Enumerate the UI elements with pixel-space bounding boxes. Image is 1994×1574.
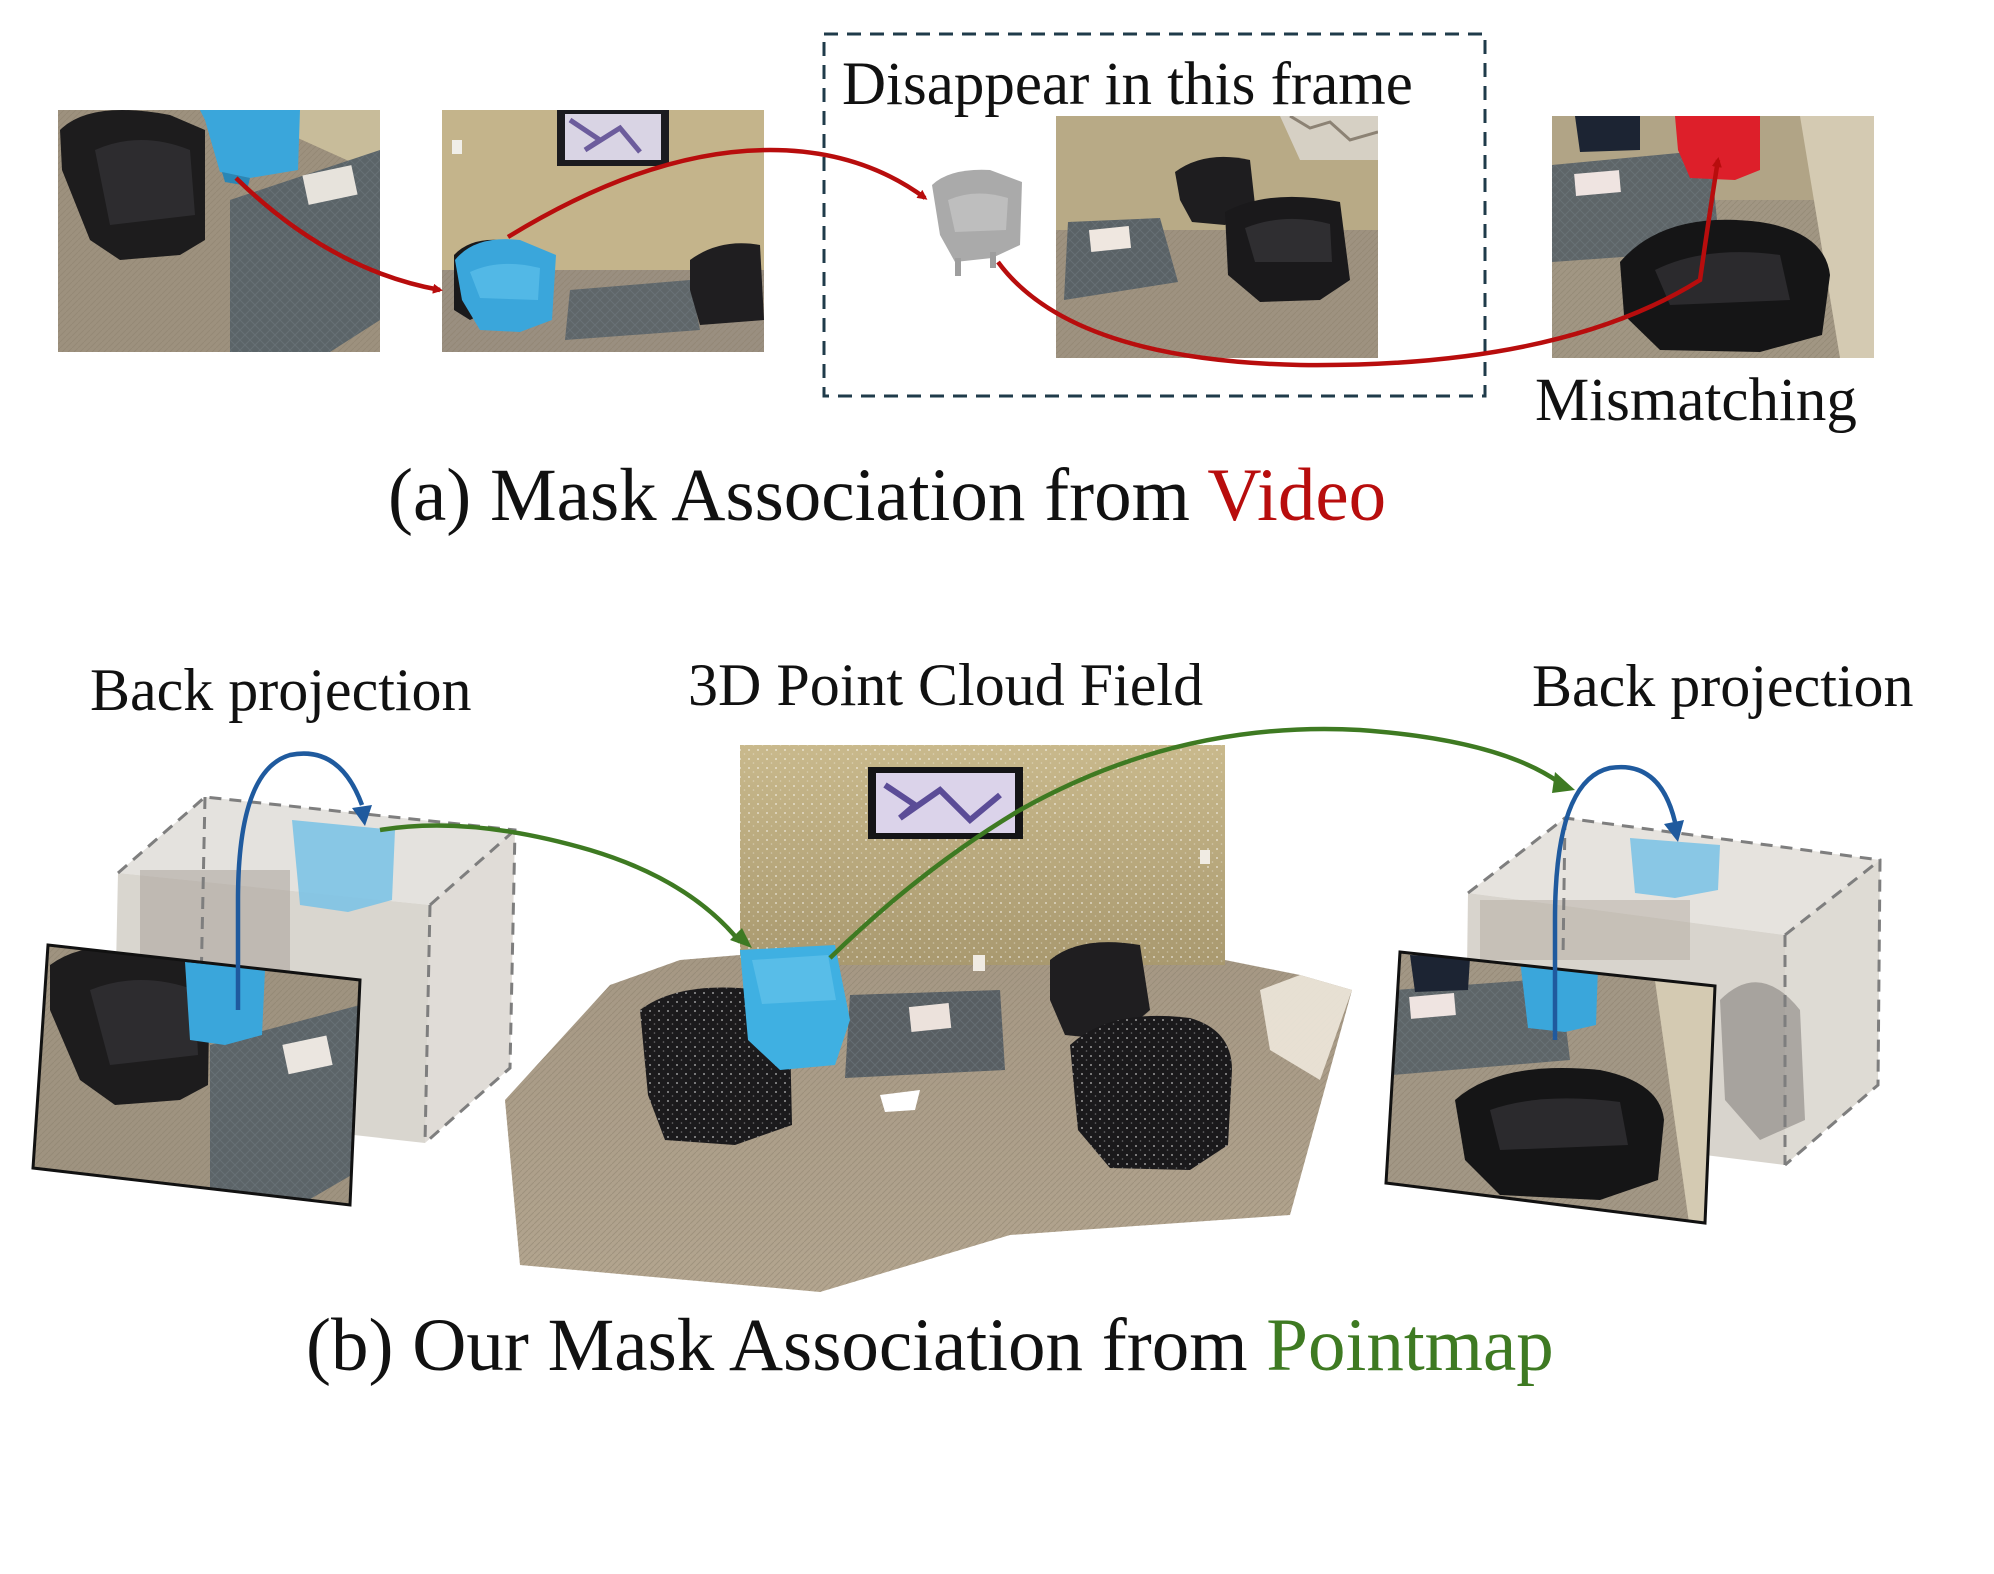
- disappear-label: Disappear in this frame: [842, 51, 1413, 118]
- caption-b: (b) Our Mask Association from Pointmap: [306, 1308, 1554, 1383]
- left-input-frame: [31, 943, 362, 1207]
- caption-a-prefix: (a) Mask Association from: [388, 454, 1208, 537]
- red-arrow-2: [506, 147, 928, 239]
- point-cloud-label: 3D Point Cloud Field: [688, 652, 1204, 718]
- right-input-frame: [1384, 950, 1717, 1225]
- red-arrow-3: [996, 157, 1722, 368]
- pointmap-association-arrows: [379, 726, 1575, 960]
- video-frame-1: [58, 110, 380, 352]
- caption-b-prefix: (b) Our Mask Association from: [306, 1304, 1267, 1387]
- red-arrow-1: [234, 176, 443, 294]
- ghost-chair: [932, 169, 1022, 276]
- left-backprojection-label: Back projection: [90, 657, 472, 723]
- right-backprojection-label: Back projection: [1532, 653, 1914, 719]
- caption-a-highlight: Video: [1207, 454, 1387, 537]
- green-arrow-1: [379, 823, 742, 944]
- caption-b-highlight: Pointmap: [1266, 1304, 1554, 1387]
- video-frame-4: [1552, 116, 1874, 358]
- mismatching-label: Mismatching: [1535, 367, 1857, 434]
- video-association-arrows: [234, 147, 1722, 368]
- disappear-dashed-box: [822, 32, 1487, 398]
- left-backprojection-arrow: [235, 751, 365, 1010]
- video-frame-3: [1056, 116, 1378, 358]
- point-cloud-scene: [505, 745, 1352, 1292]
- right-backprojection-arrow: [1552, 764, 1678, 1040]
- green-arrow-2: [828, 726, 1562, 960]
- video-frame-2: [442, 110, 764, 352]
- caption-a: (a) Mask Association from Video: [388, 458, 1386, 533]
